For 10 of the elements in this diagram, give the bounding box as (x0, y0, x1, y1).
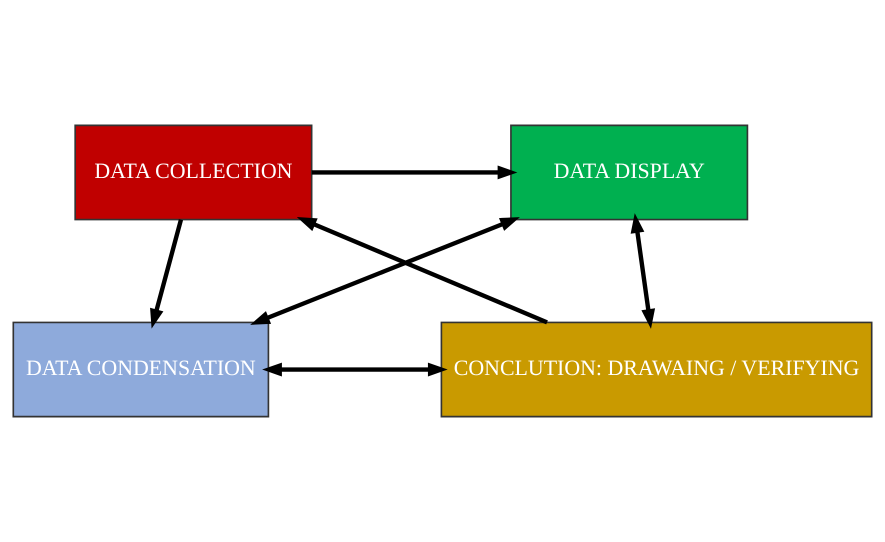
arrow (312, 166, 518, 180)
arrow (250, 217, 520, 325)
node-box: CONCLUTION: DRAWAING / VERIFYING (440, 322, 873, 418)
arrow (296, 217, 548, 324)
node-box: DATA COLLECTION (74, 124, 312, 220)
arrow (262, 362, 448, 376)
node-box: DATA CONDENSATION (12, 322, 270, 418)
arrow (630, 213, 656, 329)
arrow (150, 219, 184, 329)
node-box: DATA DISPLAY (510, 124, 748, 220)
